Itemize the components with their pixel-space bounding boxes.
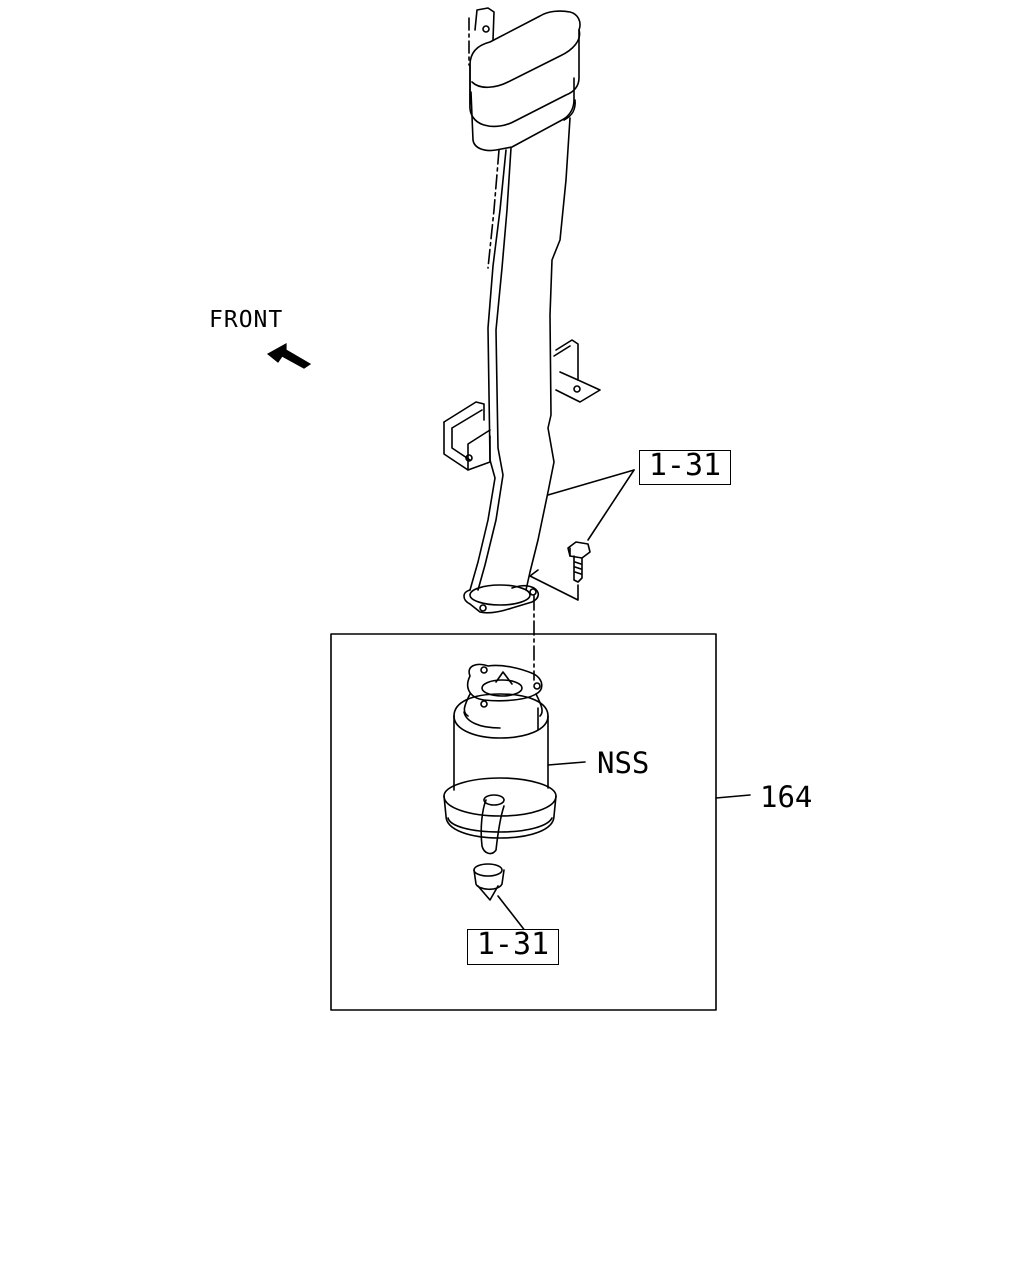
nut-icon xyxy=(473,863,527,933)
nss-label: NSS xyxy=(597,746,650,780)
callout-leaders-top xyxy=(529,469,635,681)
callout-bottom-box: 1-31 xyxy=(467,929,559,965)
assembly-frame xyxy=(330,633,717,1011)
front-arrow-icon xyxy=(266,342,312,369)
mounting-bracket-right xyxy=(553,339,601,403)
callout-top-box: 1-31 xyxy=(639,450,731,485)
bolt-icon xyxy=(567,541,591,583)
assembly-number: 164 xyxy=(760,780,813,814)
mounting-bracket-left xyxy=(443,401,491,471)
assembly-leader xyxy=(715,794,751,799)
exhaust-tail-pipe xyxy=(463,7,581,614)
catalytic-converter xyxy=(443,663,586,855)
front-label: FRONT xyxy=(209,307,284,333)
